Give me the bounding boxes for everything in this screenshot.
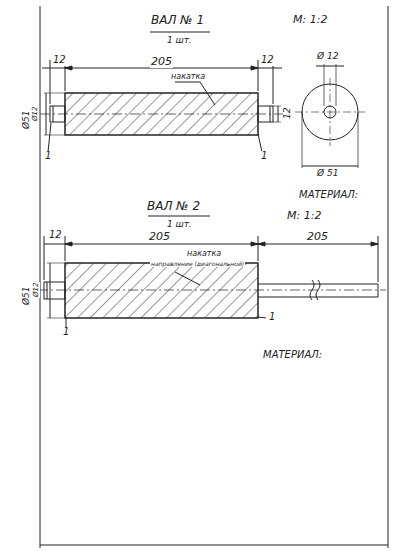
dimension-label: ВАЛ № 2	[146, 200, 201, 213]
dimension-label: 205	[150, 56, 173, 68]
dimension-label: 12	[260, 55, 275, 66]
dimension-label: МАТЕРИАЛ:	[298, 190, 359, 201]
dimension-label: ВАЛ № 1	[150, 14, 205, 27]
dimension-label: М: 1:2	[286, 210, 322, 222]
dimension-label: 12	[48, 230, 63, 241]
dimension-label: 1	[62, 327, 70, 338]
dimension-label: Ø51	[22, 285, 31, 306]
dimension-label: Ø 51	[316, 169, 339, 178]
dimension-label: направление (диагональной)	[150, 261, 245, 267]
dimension-label: 1 шт.	[166, 220, 193, 229]
dimension-label: МАТЕРИАЛ:	[262, 350, 323, 361]
dimension-label: 1	[44, 151, 52, 162]
dimension-label: Ø 12	[316, 52, 339, 61]
dimension-label: 1	[260, 151, 268, 162]
dimension-label: Ø12	[32, 106, 39, 122]
dimension-label: 1 шт.	[166, 36, 193, 45]
dimension-label: накатка	[170, 73, 206, 81]
dimension-label: 12	[52, 55, 67, 66]
dimension-label: 12	[283, 107, 292, 120]
dimension-label: 205	[306, 231, 329, 243]
dimension-label: 205	[148, 231, 171, 243]
dimension-label: 1	[268, 312, 276, 323]
dimension-label: Ø12	[33, 282, 40, 298]
dimension-label: М: 1:2	[292, 14, 328, 26]
dimension-label: Ø51	[22, 109, 31, 130]
dimension-label: накатка	[186, 250, 222, 258]
